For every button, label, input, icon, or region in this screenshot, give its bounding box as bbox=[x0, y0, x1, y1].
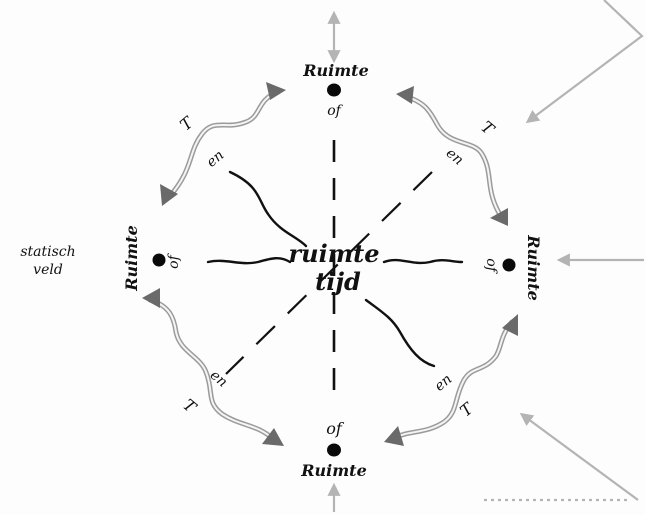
arrowhead-top-right-a bbox=[396, 86, 414, 104]
wavy-lines bbox=[206, 170, 464, 368]
connector-bottom-left-T: T bbox=[179, 395, 200, 417]
side-label-line1: statisch bbox=[20, 244, 75, 260]
connector-top-left-en: en bbox=[204, 147, 228, 170]
connector-bottom-right-en: en bbox=[432, 371, 456, 394]
diagonal-dashed-axis bbox=[225, 171, 433, 375]
node-right-label: Ruimte bbox=[524, 234, 543, 301]
connector-top-left-T: T bbox=[176, 112, 197, 134]
bottom-right-arrow bbox=[519, 412, 639, 501]
node-dot-top bbox=[327, 83, 341, 97]
wavy-line-lower-right bbox=[364, 298, 436, 368]
node-bottom-of: of bbox=[326, 419, 345, 438]
connector-top-right-T: T bbox=[477, 117, 498, 139]
external-arrows bbox=[327, 0, 644, 512]
arrowhead-top-left-a bbox=[266, 82, 286, 100]
node-dot-bottom bbox=[327, 443, 341, 457]
arrowhead-top-right-b bbox=[490, 208, 508, 226]
center-label-line1: ruimte bbox=[289, 239, 380, 268]
connector-arrows bbox=[142, 82, 518, 446]
connector-top-right bbox=[396, 86, 508, 226]
center-label-line2: tijd bbox=[315, 267, 361, 296]
arrowhead-top-left-b bbox=[160, 184, 178, 206]
arrowhead-bottom-right-b bbox=[384, 426, 404, 446]
top-right-chevron-arrow bbox=[525, 0, 644, 124]
node-dots bbox=[152, 83, 516, 457]
connector-bottom-left bbox=[142, 288, 284, 446]
node-dot-right bbox=[502, 258, 516, 272]
connector-bottom-right bbox=[384, 314, 518, 446]
dashed-axes bbox=[225, 140, 433, 400]
wavy-line-right bbox=[382, 258, 464, 265]
arrowhead-bottom-right-a bbox=[502, 314, 518, 336]
connector-top-right-en: en bbox=[443, 145, 467, 168]
connector-bottom-right-T: T bbox=[456, 398, 477, 420]
arrowhead-bottom-left-a bbox=[142, 288, 160, 308]
side-label-line2: veld bbox=[33, 262, 63, 278]
wavy-line-upper-left bbox=[228, 170, 308, 248]
node-left-of: of bbox=[166, 252, 182, 268]
node-left-label: Ruimte bbox=[122, 225, 141, 292]
connector-top-left bbox=[160, 82, 286, 206]
center-label: ruimte tijd bbox=[289, 239, 380, 296]
node-top-label: Ruimte bbox=[302, 61, 369, 80]
node-right-of: of bbox=[483, 258, 499, 274]
arrowhead-bottom-left-b bbox=[262, 428, 284, 446]
node-dot-left bbox=[152, 253, 166, 267]
node-bottom-label: Ruimte bbox=[300, 461, 367, 480]
node-top-of: of bbox=[327, 103, 343, 119]
wavy-line-left bbox=[206, 257, 292, 265]
